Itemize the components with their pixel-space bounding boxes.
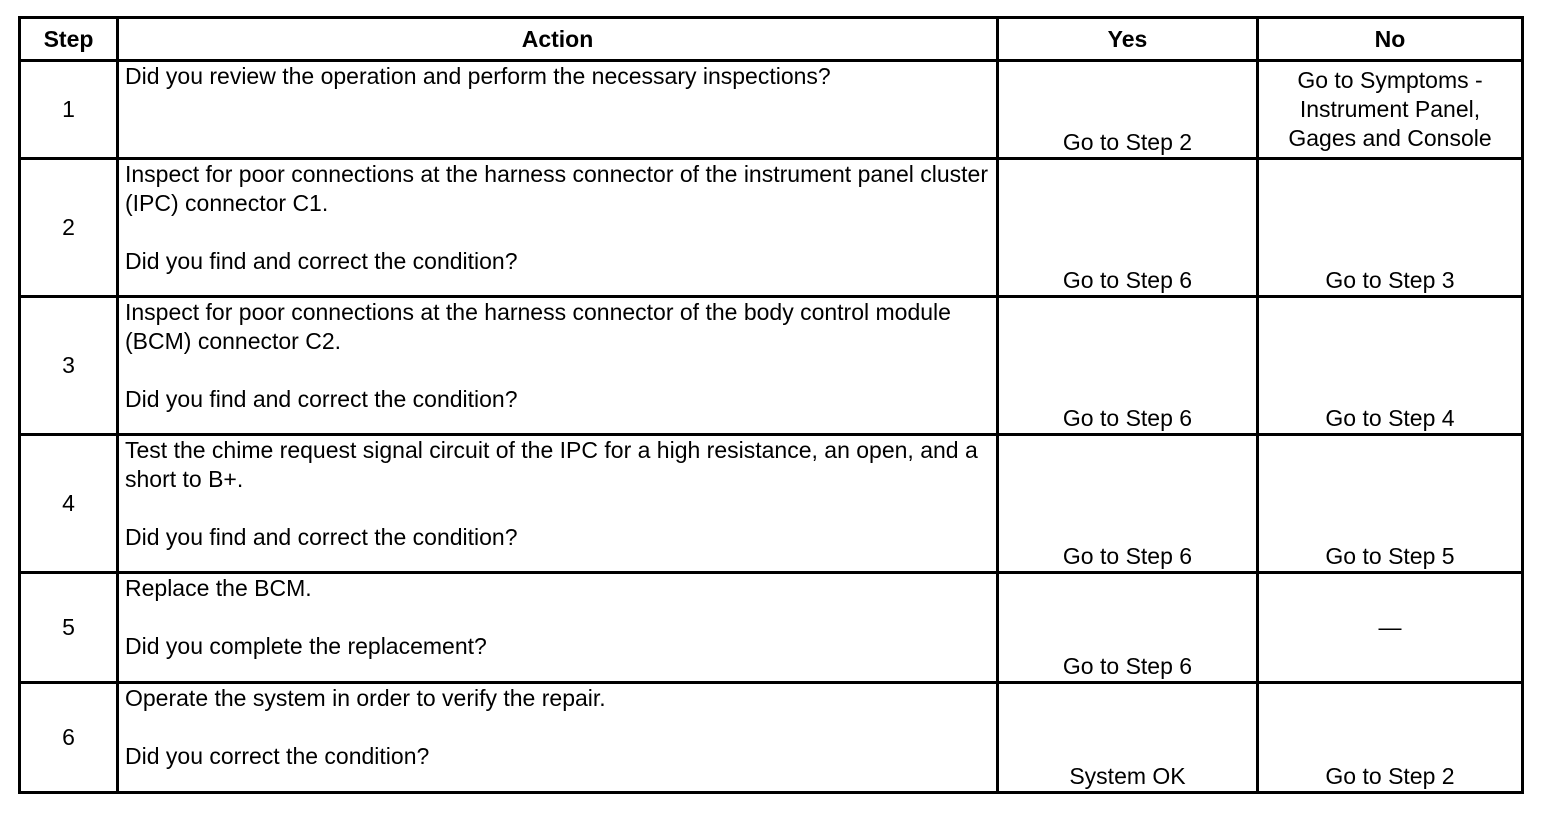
action-question: Did you correct the condition? — [125, 743, 430, 769]
action-cell: Did you review the operation and perform… — [116, 59, 999, 160]
step-number: 1 — [18, 59, 119, 160]
diagnostic-table: Step Action Yes No 1 Did you review the … — [18, 16, 1524, 794]
header-action: Action — [116, 16, 999, 62]
header-no: No — [1256, 16, 1524, 62]
action-cell: Test the chime request signal circuit of… — [116, 433, 999, 574]
yes-cell: Go to Step 6 — [996, 571, 1259, 684]
table-row: 1 Did you review the operation and perfo… — [18, 59, 1524, 160]
action-question: Did you find and correct the condition? — [125, 386, 518, 412]
yes-cell: Go to Step 2 — [996, 59, 1259, 160]
action-text: Replace the BCM. — [125, 575, 312, 601]
no-cell: — — [1256, 571, 1524, 684]
yes-cell: Go to Step 6 — [996, 295, 1259, 436]
step-number: 4 — [18, 433, 119, 574]
no-cell: Go to Step 3 — [1256, 157, 1524, 298]
action-text: Test the chime request signal circuit of… — [125, 437, 978, 492]
header-yes: Yes — [996, 16, 1259, 62]
table-row: 5 Replace the BCM. Did you complete the … — [18, 571, 1524, 684]
header-step: Step — [18, 16, 119, 62]
no-cell: Go to Step 4 — [1256, 295, 1524, 436]
action-question: Did you find and correct the condition? — [125, 248, 518, 274]
header-row: Step Action Yes No — [18, 16, 1524, 62]
action-text: Did you review the operation and perform… — [125, 63, 831, 89]
action-question: Did you complete the replacement? — [125, 633, 487, 659]
step-number: 2 — [18, 157, 119, 298]
table-row: 2 Inspect for poor connections at the ha… — [18, 157, 1524, 298]
step-number: 3 — [18, 295, 119, 436]
action-cell: Operate the system in order to verify th… — [116, 681, 999, 794]
yes-cell: System OK — [996, 681, 1259, 794]
action-text: Inspect for poor connections at the harn… — [125, 161, 988, 216]
table-row: 3 Inspect for poor connections at the ha… — [18, 295, 1524, 436]
no-cell: Go to Symptoms - Instrument Panel, Gages… — [1256, 59, 1524, 160]
table-row: 6 Operate the system in order to verify … — [18, 681, 1524, 794]
yes-cell: Go to Step 6 — [996, 157, 1259, 298]
no-cell: Go to Step 2 — [1256, 681, 1524, 794]
step-number: 6 — [18, 681, 119, 794]
action-question: Did you find and correct the condition? — [125, 524, 518, 550]
table-row: 4 Test the chime request signal circuit … — [18, 433, 1524, 574]
action-text: Inspect for poor connections at the harn… — [125, 299, 951, 354]
no-cell: Go to Step 5 — [1256, 433, 1524, 574]
action-cell: Inspect for poor connections at the harn… — [116, 157, 999, 298]
yes-cell: Go to Step 6 — [996, 433, 1259, 574]
step-number: 5 — [18, 571, 119, 684]
action-cell: Replace the BCM. Did you complete the re… — [116, 571, 999, 684]
action-cell: Inspect for poor connections at the harn… — [116, 295, 999, 436]
action-text: Operate the system in order to verify th… — [125, 685, 606, 711]
